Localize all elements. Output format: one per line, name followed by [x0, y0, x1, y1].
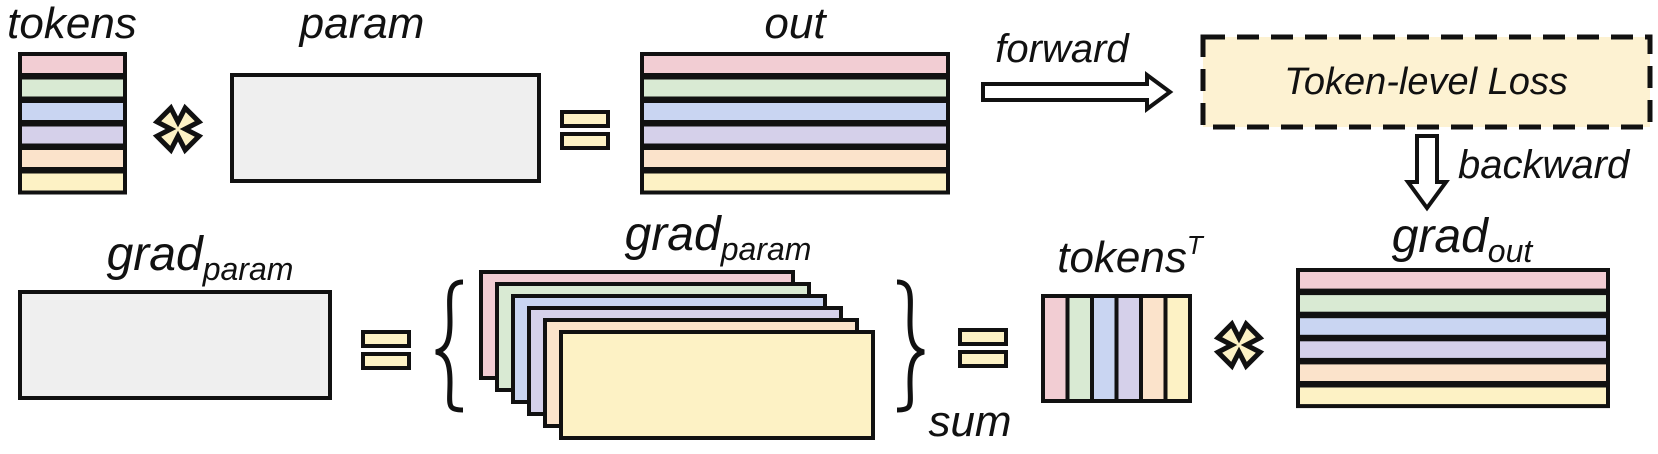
equals-bar [958, 328, 1008, 346]
token-level-loss-box [1200, 34, 1653, 130]
grad-out-label: gradout [1392, 210, 1534, 269]
equals-icon [560, 110, 610, 150]
right-brace-icon [896, 279, 925, 413]
matrix-row [640, 122, 950, 148]
backward-label: backward [1458, 143, 1631, 187]
matrix-row [1296, 337, 1610, 362]
matrix-row [18, 169, 127, 195]
matrix-row [18, 99, 127, 124]
equals-bar [560, 110, 610, 128]
tokens-matrix [18, 52, 127, 195]
matrix-row [1296, 314, 1610, 339]
matrix-column [1041, 294, 1070, 403]
equals-bar [958, 350, 1008, 368]
matrix-row [640, 52, 950, 77]
tokens-transpose-matrix [1041, 294, 1192, 403]
matrix-row [18, 146, 127, 171]
matrix-row [1296, 383, 1610, 409]
equals-bar [361, 330, 411, 348]
multiply-shape [1213, 319, 1265, 371]
matrix-column [1090, 294, 1119, 403]
param-label: param [298, 0, 425, 48]
matrix-row [640, 169, 950, 195]
loss-label: Token-level Loss [1284, 61, 1568, 103]
equals-bar [560, 132, 610, 150]
matrix-row [640, 146, 950, 171]
matrix-column [1139, 294, 1168, 403]
multiply-icon [152, 103, 204, 155]
matrix-row [1296, 291, 1610, 316]
out-matrix [640, 52, 950, 195]
forward-label: forward [995, 27, 1130, 71]
arrow-down-icon [1404, 134, 1450, 212]
arrow-right-icon [981, 71, 1174, 113]
matrix-row [640, 99, 950, 124]
matrix-column [1163, 294, 1192, 403]
grad-param-matrix [18, 290, 332, 400]
matrix-row [18, 122, 127, 148]
equals-icon [361, 330, 411, 370]
grad-param-stack [479, 270, 875, 440]
sum-label: sum [928, 397, 1011, 446]
left-brace-icon [435, 279, 464, 413]
equals-icon [958, 328, 1008, 368]
matrix-column [1065, 294, 1094, 403]
out-label: out [764, 0, 827, 48]
matrix-row [1296, 268, 1610, 293]
tokens-transpose-label: tokensT [1057, 230, 1205, 282]
matrix-row [18, 75, 127, 101]
matrix-column [1114, 294, 1143, 403]
grad-param-page [559, 330, 875, 440]
param-matrix [230, 73, 541, 183]
matrix-row [1296, 360, 1610, 385]
matrix-row [640, 75, 950, 101]
grad-param-stack-label: gradparam [625, 208, 812, 267]
tokens-label: tokens [7, 0, 137, 48]
multiply-icon [1213, 319, 1265, 371]
multiply-shape [152, 103, 204, 155]
matrix-row [18, 52, 127, 77]
equals-bar [361, 352, 411, 370]
grad-param-label: gradparam [107, 228, 294, 287]
grad-out-matrix [1296, 268, 1610, 409]
